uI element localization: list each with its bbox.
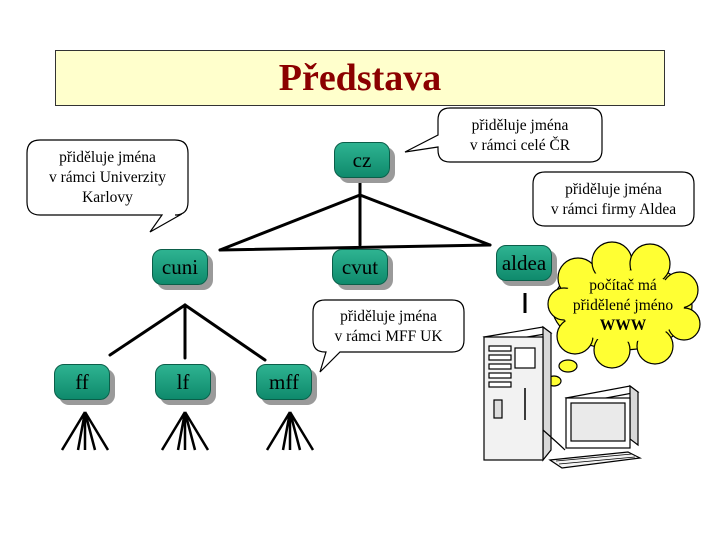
callout-mff-line1: přiděluje jména [340, 308, 437, 325]
page-title: Představa [278, 57, 442, 99]
callout-cuni-line1: přiděluje jména [59, 149, 156, 166]
callout-aldea: přiděluje jména v rámci firmy Aldea [533, 180, 694, 220]
node-cuni: cuni [152, 249, 208, 285]
callout-aldea-line1: přiděluje jména [565, 181, 662, 198]
thought-line1: počítač má [589, 277, 657, 294]
callout-mff-shape [312, 299, 465, 373]
thought-line2: přidělené jméno [572, 297, 674, 314]
fan-ff [60, 411, 110, 451]
node-aldea: aldea [496, 245, 552, 281]
callout-cuni-shape [26, 139, 189, 233]
thought-cloud: počítač má přidělené jméno WWW [553, 276, 693, 336]
callout-aldea-line2: v rámci firmy Aldea [550, 201, 677, 218]
fan-lf [160, 411, 210, 451]
edge-cuni-branches [108, 303, 267, 362]
callout-cz: přiděluje jména v rámci celé ČR [438, 116, 602, 156]
node-mff: mff [256, 364, 312, 400]
callout-cuni-line3: Karlovy [82, 189, 133, 206]
callout-cuni-line2: v rámci Univerzity [48, 169, 167, 186]
callout-aldea-shape [532, 171, 695, 227]
callout-cz-line1: přiděluje jména [471, 117, 569, 134]
callout-cz-line2: v rámci celé ČR [469, 137, 571, 154]
edge-cz-branches [218, 193, 492, 252]
callout-cuni: přiděluje jména v rámci Univerzity Karlo… [27, 148, 188, 208]
node-cz: cz [334, 142, 390, 178]
thought-line3: WWW [599, 317, 647, 334]
title-box: Představa [55, 50, 665, 106]
edge-bar [218, 243, 492, 252]
node-cvut: cvut [332, 249, 388, 285]
node-lf: lf [155, 364, 211, 400]
fan-mff [265, 411, 315, 451]
callout-cz-shape [404, 107, 603, 163]
computer-icon [482, 325, 643, 469]
node-ff: ff [54, 364, 110, 400]
callout-mff: přiděluje jména v rámci MFF UK [313, 307, 464, 347]
callout-mff-line2: v rámci MFF UK [334, 328, 443, 345]
